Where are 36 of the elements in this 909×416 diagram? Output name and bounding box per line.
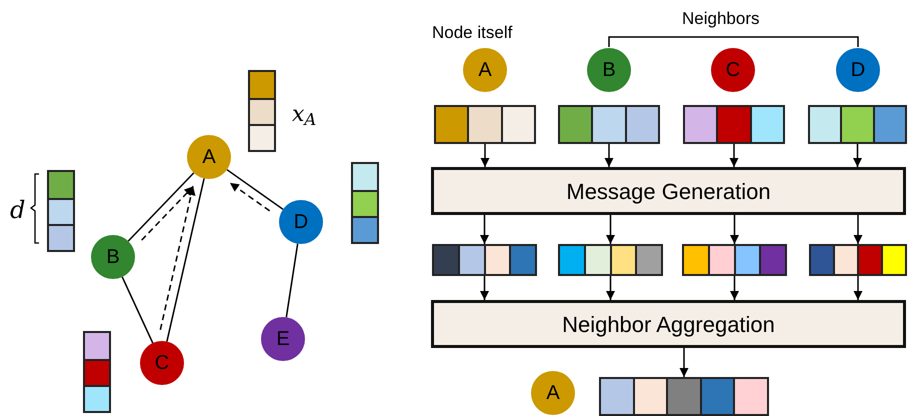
arrow	[854, 276, 862, 300]
arrow	[230, 182, 270, 212]
arrow	[730, 215, 739, 244]
feature-vector	[434, 105, 536, 144]
connector-line	[122, 276, 154, 344]
text-label: Node itself	[432, 22, 512, 44]
arrow	[606, 276, 615, 300]
feature-vector	[808, 105, 907, 144]
feature-vector	[683, 105, 785, 144]
arrow	[604, 144, 614, 167]
arrow	[480, 215, 489, 244]
arrow	[854, 215, 862, 244]
connector-line	[226, 169, 284, 210]
feature-vector	[558, 244, 663, 276]
arrow	[160, 186, 196, 330]
connector-line	[128, 172, 194, 242]
arrow	[853, 144, 862, 167]
math-symbol: x$_{A}$	[292, 101, 316, 131]
arrow	[480, 144, 490, 167]
process-box: Neighbor Aggregation	[431, 300, 906, 348]
feature-vector	[558, 105, 660, 144]
arrow	[730, 276, 739, 300]
arrow	[480, 276, 489, 300]
arrow	[680, 348, 688, 377]
feature-vector	[682, 244, 787, 276]
process-box: Message Generation	[431, 167, 906, 215]
feature-vector	[432, 244, 537, 276]
connector-line	[286, 244, 298, 318]
arrow	[730, 144, 738, 167]
arrow	[606, 215, 615, 244]
feature-vector	[809, 244, 907, 276]
text-label: Neighbors	[682, 8, 760, 30]
feature-vector	[599, 377, 769, 416]
connector-line	[166, 178, 205, 342]
math-symbol: d	[10, 195, 26, 226]
arrow	[141, 186, 194, 241]
